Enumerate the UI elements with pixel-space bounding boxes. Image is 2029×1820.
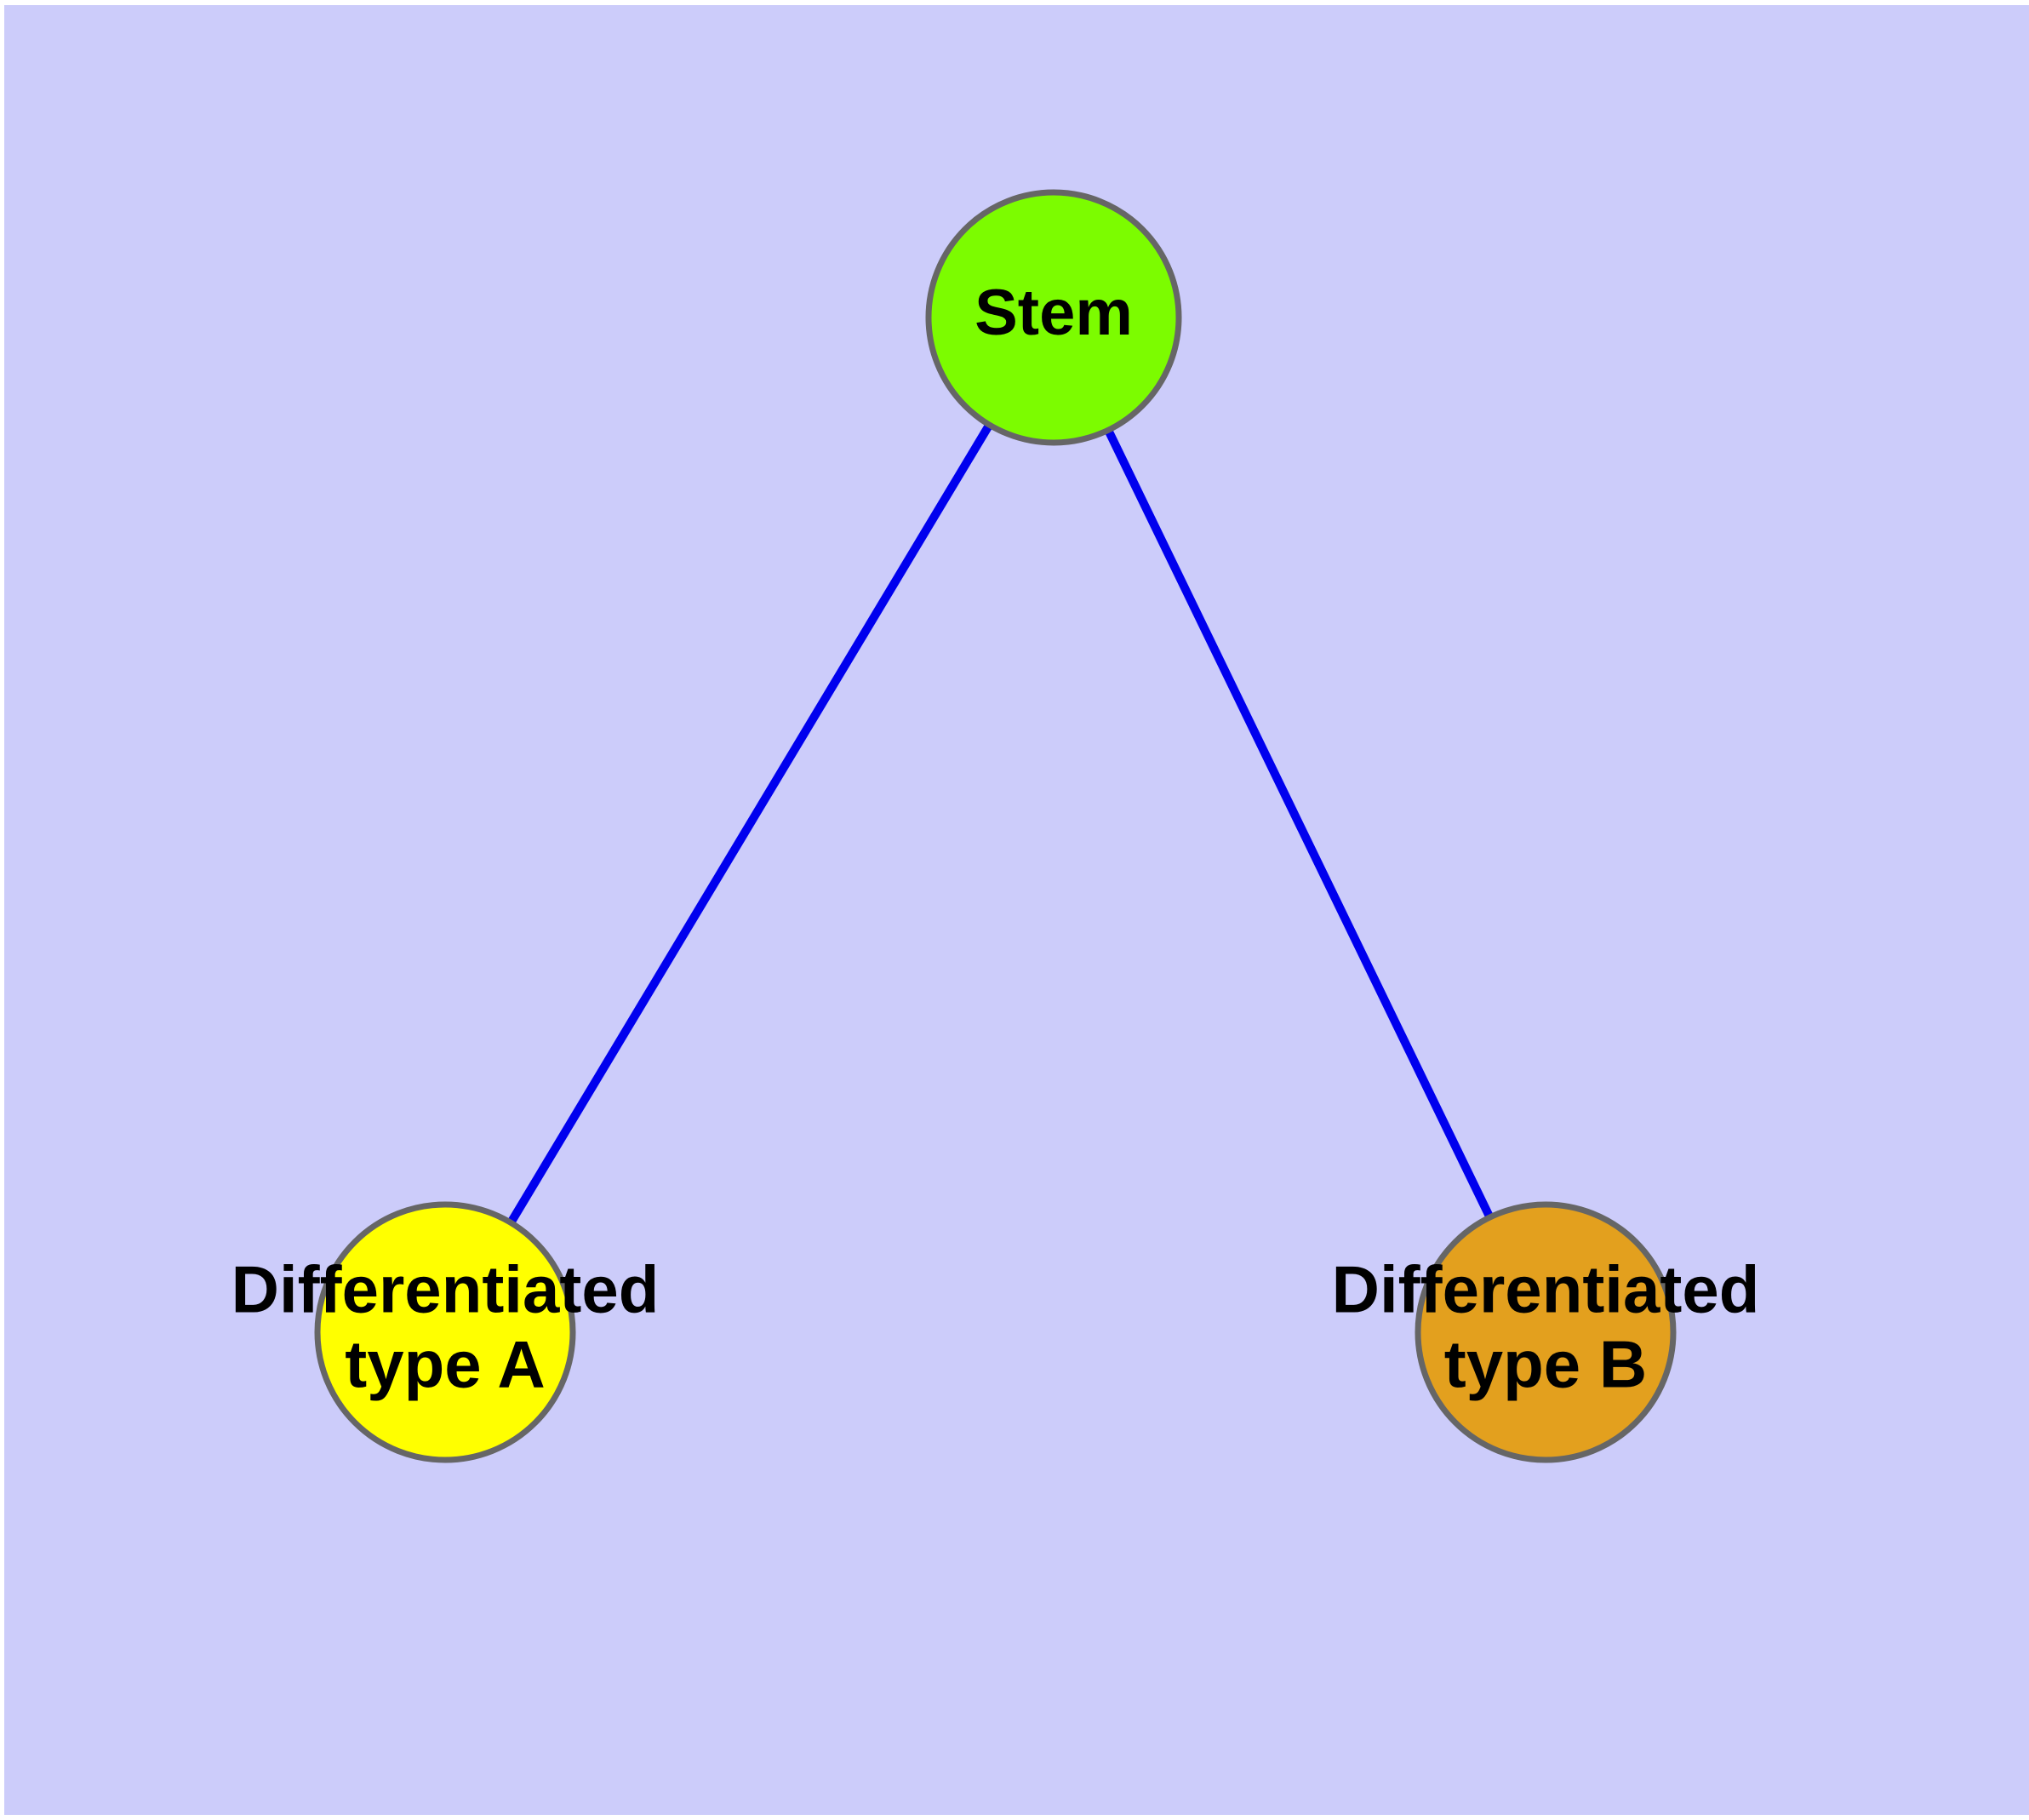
node-label-diff_a-line2: type A (345, 1327, 546, 1402)
node-circle-stem[interactable] (925, 189, 1182, 446)
graph-edge-stem-diff_a[interactable] (441, 315, 1058, 1335)
node-label-diff_b-line2: type B (1444, 1327, 1647, 1402)
graph-node-stem[interactable]: Stem (925, 189, 1182, 446)
node-circle-diff_b[interactable] (1415, 1201, 1677, 1463)
node-label-diff_a-line1: Differentiated (231, 1252, 660, 1327)
node-circle-diff_a[interactable] (314, 1201, 576, 1463)
edges-layer (441, 315, 1550, 1335)
node-label-diff_b-line1: Differentiated (1332, 1252, 1760, 1327)
graph-edge-stem-diff_b[interactable] (1049, 315, 1550, 1335)
node-label-stem: Stem (974, 277, 1133, 349)
